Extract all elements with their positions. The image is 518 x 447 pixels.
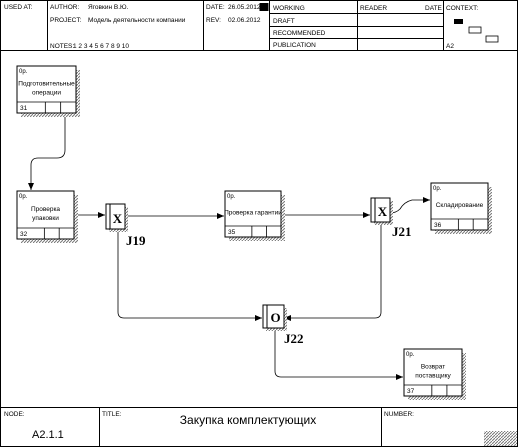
title-label: TITLE:	[102, 411, 122, 418]
context-thumbnail	[454, 19, 499, 43]
notes-value: 1 2 3 4 5 6 7 8 9 10	[73, 43, 129, 50]
box-37[interactable]: 0р. 37 Возврат поставщику	[403, 348, 466, 400]
junction-j19[interactable]: X J19	[105, 203, 146, 248]
date-label: DATE:	[206, 4, 225, 11]
box-32-ref: 0р.	[19, 194, 28, 200]
box-32[interactable]: 0р. 32 Проверка упаковки	[16, 190, 78, 243]
box-37-label-line: поставщику	[415, 373, 451, 380]
arrow-j21-to-j22	[284, 223, 382, 321]
status-publication: PUBLICATION	[273, 42, 316, 49]
junction-j22-symbol: O	[270, 310, 280, 325]
context-node: A2	[446, 43, 454, 50]
footer-block: NODE: A2.1.1 TITLE: Закупка комплектующи…	[0, 407, 518, 447]
status-draft: DRAFT	[273, 18, 295, 25]
box-35-frame	[224, 190, 282, 238]
box-36[interactable]: 0р. 36 Складирование	[430, 182, 492, 234]
box-37-label-line: Возврат	[421, 364, 445, 371]
box-37-number: 37	[407, 388, 415, 395]
arrow-j19-to-j22	[117, 230, 262, 321]
box-31-label-line: операции	[32, 90, 61, 97]
node-label: NODE:	[4, 411, 25, 418]
diagram-title: Закупка комплектующих	[180, 413, 316, 427]
reader-date-label: DATE	[425, 5, 443, 12]
box-32-label-line: упаковки	[32, 215, 59, 222]
context-label: CONTEXT:	[446, 5, 478, 12]
box-35-label-line: Проверка гарантии	[224, 210, 282, 217]
junction-j21-symbol: X	[378, 204, 388, 219]
box-31[interactable]: 0р. 31 Подготовительные операции	[16, 65, 80, 117]
uob-boxes: 0р. 31 Подготовительные операции 0р. 32 Провер…	[16, 65, 492, 400]
box-35-ref: 0р.	[227, 194, 236, 200]
reader-label: READER	[360, 5, 387, 12]
page-corner-shading	[484, 431, 517, 446]
arrow-31-to-32	[28, 114, 66, 190]
box-36-number: 36	[434, 222, 442, 229]
box-36-label-line: Складирование	[436, 202, 484, 209]
project-label: PROJECT:	[50, 17, 82, 24]
author-label: AUTHOR:	[50, 4, 79, 11]
box-36-frame	[430, 182, 489, 231]
diagram-area: X J19 X J21 O J22 0р. 31 Подготовительные о…	[0, 50, 518, 408]
junction-j21[interactable]: X J21	[370, 197, 412, 239]
box-32-frame	[16, 190, 75, 240]
project-value: Модель деятельности компании	[88, 17, 186, 24]
arrows	[28, 114, 430, 380]
box-35[interactable]: 0р. 35 Проверка гарантии	[224, 190, 285, 241]
box-36-ref: 0р.	[433, 186, 442, 192]
box-31-label-line: Подготовительные	[18, 81, 75, 88]
node-value: A2.1.1	[32, 429, 64, 441]
rev-value: 02.06.2012	[228, 17, 261, 24]
working-status-marker	[259, 3, 269, 11]
box-37-ref: 0р.	[406, 352, 415, 358]
junction-j22[interactable]: O J22	[262, 304, 304, 346]
status-working: WORKING	[273, 5, 305, 12]
box-31-frame	[16, 65, 77, 114]
author-value: Яговкин В.Ю.	[88, 4, 129, 11]
box-35-number: 35	[228, 229, 236, 236]
box-32-number: 32	[20, 231, 28, 238]
box-31-ref: 0р.	[19, 69, 28, 75]
junction-j22-label: J22	[284, 331, 304, 346]
box-32-label-line: Проверка	[31, 206, 60, 213]
notes-label: NOTES:	[50, 43, 74, 50]
arrow-j22-to-37	[274, 328, 403, 380]
header-block: USED AT: AUTHOR: Яговкин В.Ю. PROJECT: М…	[0, 0, 518, 51]
used-at-label: USED AT:	[4, 4, 33, 11]
junction-j21-label: J21	[392, 224, 412, 239]
junction-j19-symbol: X	[113, 211, 123, 226]
box-31-number: 31	[20, 105, 28, 112]
arrow-j21-to-36	[389, 197, 430, 214]
box-37-frame	[403, 348, 463, 397]
rev-label: REV:	[206, 17, 221, 24]
date-value: 26.05.2012	[228, 4, 261, 11]
status-recommended: RECOMMENDED	[273, 30, 326, 37]
number-label: NUMBER:	[384, 411, 414, 418]
junction-j19-label: J19	[126, 233, 146, 248]
